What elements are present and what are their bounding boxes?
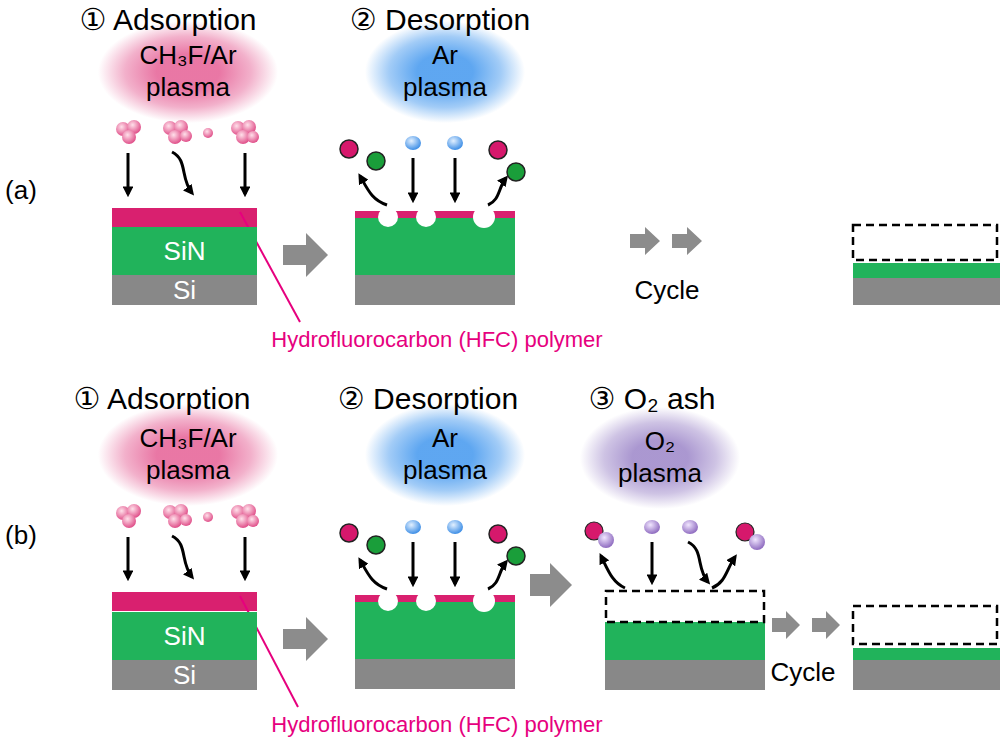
plasma-label: Ar plasma	[397, 40, 493, 103]
plasma-label: CH₃F/Ar plasma	[123, 423, 253, 486]
substrate-stack	[355, 275, 515, 305]
sin-layer: SiN	[112, 612, 257, 660]
flux-arrow	[244, 153, 247, 194]
desorbed-species	[340, 140, 358, 158]
panel-label: (a)	[5, 176, 37, 205]
desorbed-species	[507, 163, 525, 181]
panel-label: (b)	[5, 521, 37, 550]
desorbed-species	[367, 152, 385, 170]
flux-arrow	[688, 542, 708, 582]
flux-arrow	[712, 557, 735, 588]
layer-callout: Hydrofluorocarbon (HFC) polymer	[271, 328, 602, 352]
hfc-polymer-layer	[112, 208, 257, 227]
step-heading: ① Adsorption	[74, 382, 251, 415]
final-stack	[853, 263, 1000, 278]
final-stack	[853, 606, 1000, 690]
adsorbing-particles	[247, 131, 259, 143]
si-substrate: Si	[112, 275, 257, 305]
flux-arrow	[651, 542, 654, 582]
final-stack	[853, 648, 1000, 660]
cycle-label: Cycle	[634, 276, 699, 305]
cycle-arrow	[630, 227, 702, 255]
flux-arrow	[601, 556, 625, 588]
desorbed-species	[489, 141, 507, 159]
substrate-stack	[605, 622, 765, 660]
desorbed-species	[585, 522, 765, 550]
adsorbing-particles	[122, 130, 136, 144]
flux-arrow	[488, 178, 506, 205]
layer-label: SiN	[164, 623, 206, 649]
flux-arrow	[454, 158, 457, 200]
cycle-label: Cycle	[770, 658, 835, 687]
cycle-arrow	[772, 611, 840, 639]
ion-particles	[447, 136, 463, 150]
substrate-stack	[355, 218, 515, 275]
plasma-label: Ar plasma	[397, 423, 493, 486]
oxygen-particles	[644, 520, 660, 534]
plasma-glow: CH₃F/Ar plasma	[98, 404, 278, 505]
process-row	[112, 504, 525, 689]
final-stack	[853, 225, 997, 260]
plasma-label: CH₃F/Ar plasma	[123, 40, 253, 103]
substrate-stack	[605, 660, 765, 690]
final-stack	[853, 660, 1000, 690]
final-stack	[853, 225, 1000, 305]
plasma-glow: CH₃F/Ar plasma	[98, 21, 278, 122]
adsorbing-particles	[168, 130, 182, 144]
adsorbing-particles	[116, 120, 259, 144]
flux-arrow	[601, 542, 735, 588]
final-stack	[853, 606, 997, 644]
substrate-stack	[355, 206, 515, 305]
plasma-glow: Ar plasma	[365, 21, 525, 122]
substrate-stack	[605, 591, 765, 690]
process-arrow	[530, 563, 572, 607]
oxygen-particles	[682, 520, 698, 534]
ion-particles	[405, 136, 421, 150]
step-heading: ② Desorption	[350, 3, 530, 36]
adsorbing-particles	[203, 128, 213, 138]
process-row	[112, 120, 525, 305]
layer-callout: Hydrofluorocarbon (HFC) polymer	[271, 713, 602, 737]
substrate-stack	[416, 207, 436, 227]
final-stack	[853, 278, 1000, 305]
desorbed-species	[749, 534, 765, 550]
step-heading: ② Desorption	[338, 382, 518, 415]
flux-arrow	[172, 152, 192, 193]
flux-arrow	[127, 153, 130, 194]
cycle-arrow	[672, 227, 702, 255]
substrate-stack	[378, 207, 398, 227]
plasma-glow: O₂ plasma	[580, 407, 740, 508]
layer-label: Si	[173, 277, 196, 303]
sin-layer: SiN	[112, 227, 257, 275]
oxygen-particles	[644, 520, 698, 534]
plasma-glow: Ar plasma	[365, 404, 525, 505]
substrate-stack	[606, 591, 764, 622]
cycle-arrow	[630, 227, 660, 255]
layer-label: SiN	[164, 238, 206, 264]
cycle-arrow	[812, 611, 840, 639]
flux-arrow	[128, 152, 245, 194]
process-arrow	[283, 233, 328, 277]
layer-label: Si	[173, 662, 196, 688]
cycle-arrow	[772, 611, 800, 639]
adsorbing-particles	[180, 130, 192, 142]
flux-arrow	[360, 176, 387, 205]
ion-particles	[405, 136, 463, 150]
flux-arrow	[412, 158, 415, 200]
si-substrate: Si	[112, 660, 257, 690]
step-heading: ③ O₂ ash	[589, 382, 716, 415]
plasma-label: O₂ plasma	[612, 426, 708, 489]
substrate-stack	[473, 206, 495, 228]
desorbed-species	[598, 532, 614, 548]
desorbed-species	[340, 140, 525, 181]
step-heading: ① Adsorption	[80, 3, 257, 36]
